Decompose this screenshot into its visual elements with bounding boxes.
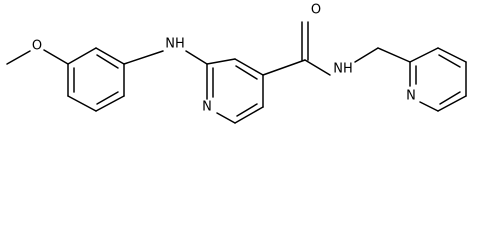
pyridine-nitrogen-label: N xyxy=(202,100,212,115)
pyridine-core-ring xyxy=(206,58,264,124)
carboxamide-group xyxy=(262,21,331,76)
methoxy-group xyxy=(6,49,69,65)
amide-nh-label: NH xyxy=(333,62,353,77)
pyridinyl-nitrogen-label: N xyxy=(406,89,416,104)
amine-linker xyxy=(123,50,208,65)
amine-nh-label: NH xyxy=(165,37,185,52)
carbonyl-oxygen-label: O xyxy=(311,3,321,18)
pyridinyl-ring xyxy=(409,47,467,112)
methylene-linker xyxy=(354,47,411,63)
methoxy-oxygen-label: O xyxy=(32,39,42,54)
structure-drawing: O NH N O NH N xyxy=(6,3,467,124)
methoxyphenyl-ring xyxy=(67,47,125,112)
molecule-structure: O NH N O NH N xyxy=(6,3,467,124)
